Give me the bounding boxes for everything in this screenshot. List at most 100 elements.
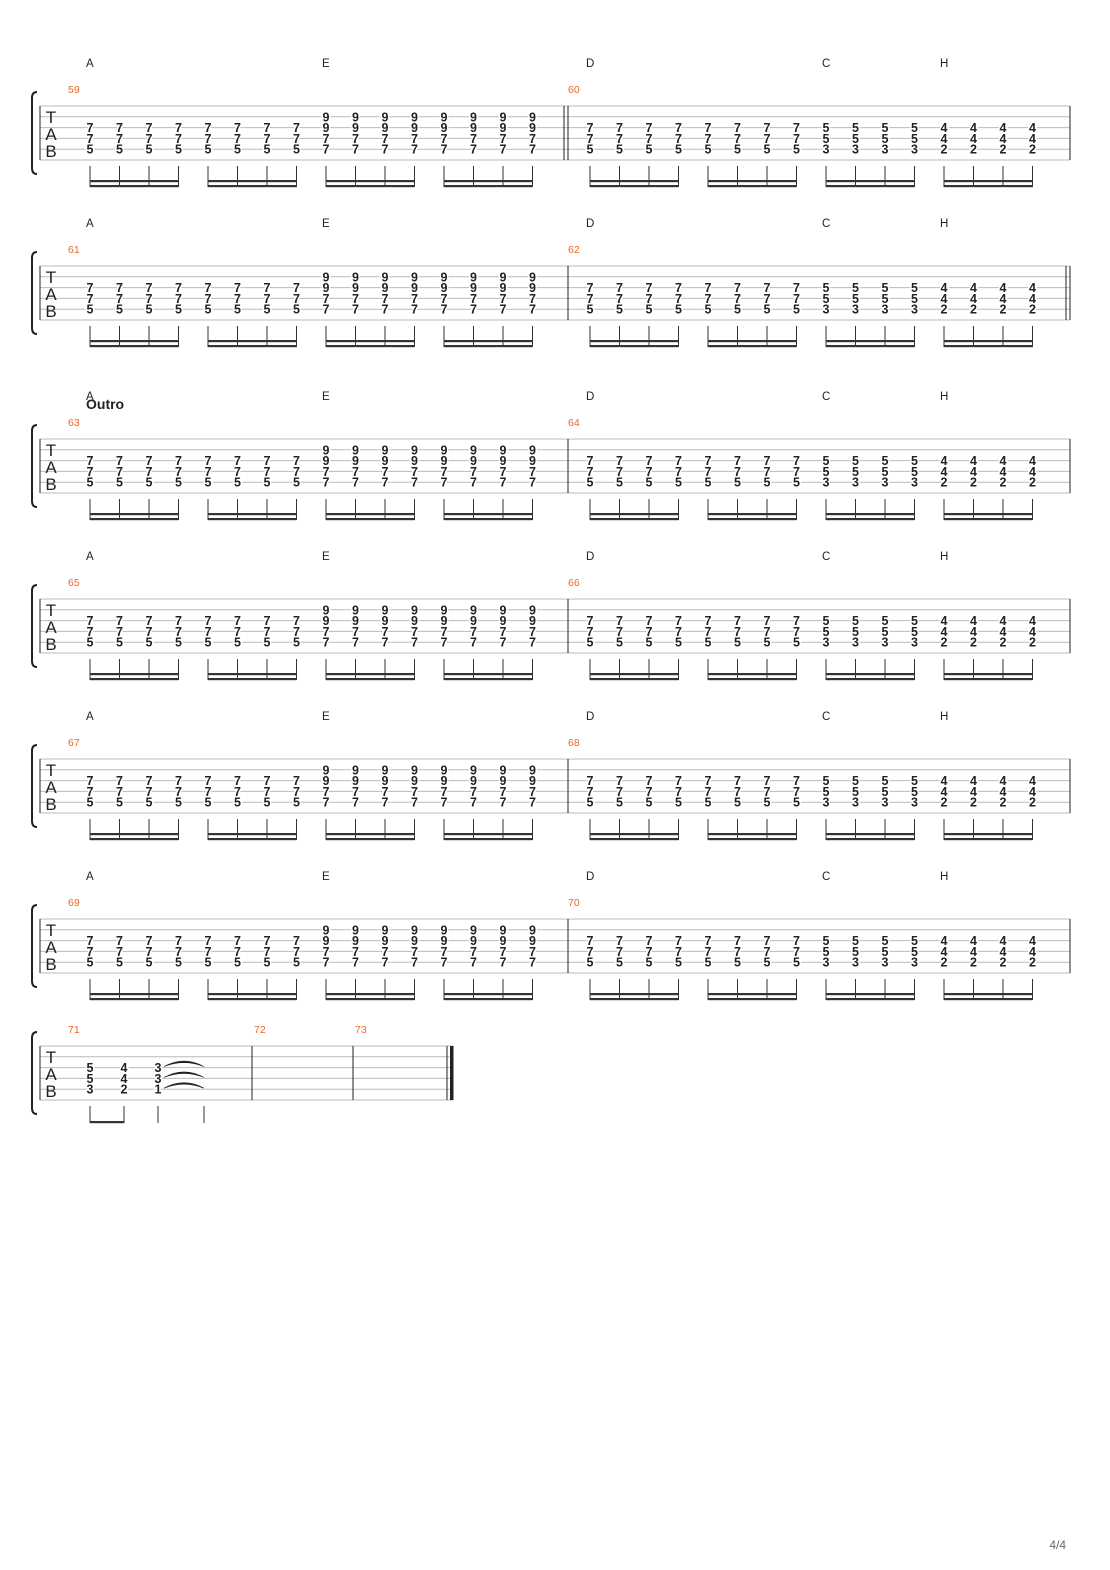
- chord-label: E: [322, 711, 330, 723]
- fret-number: 9: [441, 603, 448, 617]
- chord-label: A: [86, 391, 94, 403]
- fret-number: 5: [852, 121, 859, 135]
- fret-number: 7: [734, 121, 741, 135]
- fret-number: 7: [175, 132, 182, 146]
- fret-number: 7: [116, 121, 123, 135]
- fret-number: 7: [382, 625, 389, 639]
- fret-number: 7: [734, 945, 741, 959]
- fret-number: 7: [441, 476, 448, 490]
- fret-number: 5: [823, 774, 830, 788]
- fret-number: 5: [882, 774, 889, 788]
- fret-number: 7: [587, 292, 594, 306]
- note-group-beam-2: [590, 678, 679, 681]
- fret-number: 5: [675, 796, 682, 810]
- fret-number: 4: [941, 774, 948, 788]
- fret-number: 7: [470, 636, 477, 650]
- fret-number: 9: [529, 774, 536, 788]
- fret-number: 7: [441, 785, 448, 799]
- tie-arc: [163, 1071, 205, 1078]
- fret-number: 7: [470, 945, 477, 959]
- note-group-beam-1: [90, 833, 179, 836]
- fret-number: 4: [1029, 121, 1036, 135]
- fret-number: 7: [323, 303, 330, 317]
- note-group-beam-1: [326, 180, 415, 183]
- system-7-clef-t: T: [46, 1048, 56, 1067]
- fret-number: 5: [823, 785, 830, 799]
- system-1-bracket: [31, 91, 38, 175]
- fret-number: 7: [675, 121, 682, 135]
- fret-number: 7: [116, 945, 123, 959]
- fret-number: 4: [1000, 465, 1007, 479]
- fret-number: 9: [500, 763, 507, 777]
- note-group-beam-1: [208, 993, 297, 996]
- fret-number: 3: [87, 1083, 94, 1097]
- fret-number: 9: [382, 934, 389, 948]
- note-group-beam-1: [590, 673, 679, 676]
- fret-number: 5: [116, 956, 123, 970]
- fret-number: 5: [587, 636, 594, 650]
- fret-number: 5: [764, 796, 771, 810]
- fret-number: 9: [382, 614, 389, 628]
- fret-number: 9: [411, 923, 418, 937]
- fret-number: 7: [587, 281, 594, 295]
- fret-number: 7: [470, 143, 477, 157]
- fret-number: 7: [116, 281, 123, 295]
- fret-number: 7: [529, 796, 536, 810]
- fret-number: 7: [793, 454, 800, 468]
- fret-number: 7: [470, 465, 477, 479]
- fret-number: 7: [675, 934, 682, 948]
- fret-number: 7: [764, 132, 771, 146]
- fret-number: 5: [87, 1072, 94, 1086]
- fret-number: 7: [470, 625, 477, 639]
- note-group-beam-2: [444, 998, 533, 1001]
- fret-number: 7: [587, 934, 594, 948]
- fret-number: 7: [470, 132, 477, 146]
- fret-number: 7: [705, 625, 712, 639]
- fret-number: 5: [852, 132, 859, 146]
- fret-number: 5: [734, 143, 741, 157]
- fret-number: 5: [882, 465, 889, 479]
- fret-number: 9: [382, 443, 389, 457]
- fret-number: 5: [116, 303, 123, 317]
- note-group-beam-1: [590, 180, 679, 183]
- note-group-beam-1: [944, 513, 1033, 516]
- fret-number: 4: [941, 454, 948, 468]
- fret-number: 7: [264, 454, 271, 468]
- fret-number: 5: [705, 476, 712, 490]
- note-group-beam-1: [444, 833, 533, 836]
- fret-number: 5: [705, 956, 712, 970]
- fret-number: 5: [293, 303, 300, 317]
- bar-number: 73: [355, 1024, 367, 1036]
- fret-number: 9: [411, 614, 418, 628]
- fret-number: 2: [941, 956, 948, 970]
- fret-number: 7: [234, 121, 241, 135]
- note-group-beam-1: [826, 993, 915, 996]
- fret-number: 7: [382, 465, 389, 479]
- fret-number: 7: [587, 614, 594, 628]
- fret-number: 7: [793, 132, 800, 146]
- fret-number: 5: [852, 292, 859, 306]
- fret-number: 5: [675, 636, 682, 650]
- fret-number: 7: [293, 614, 300, 628]
- fret-number: 5: [852, 785, 859, 799]
- note-group-beam-2: [326, 678, 415, 681]
- fret-number: 5: [234, 956, 241, 970]
- fret-number: 5: [264, 476, 271, 490]
- fret-number: 7: [587, 945, 594, 959]
- fret-number: 3: [852, 143, 859, 157]
- fret-number: 7: [675, 454, 682, 468]
- fret-number: 5: [264, 143, 271, 157]
- fret-number: 5: [764, 303, 771, 317]
- fret-number: 7: [734, 292, 741, 306]
- fret-number: 3: [823, 796, 830, 810]
- fret-number: 4: [121, 1061, 128, 1075]
- fret-number: 7: [205, 281, 212, 295]
- note-group-beam-2: [208, 678, 297, 681]
- fret-number: 4: [121, 1072, 128, 1086]
- note-group-beam-1: [826, 673, 915, 676]
- fret-number: 5: [646, 143, 653, 157]
- chord-label: A: [86, 551, 94, 563]
- fret-number: 7: [500, 292, 507, 306]
- fret-number: 4: [1000, 934, 1007, 948]
